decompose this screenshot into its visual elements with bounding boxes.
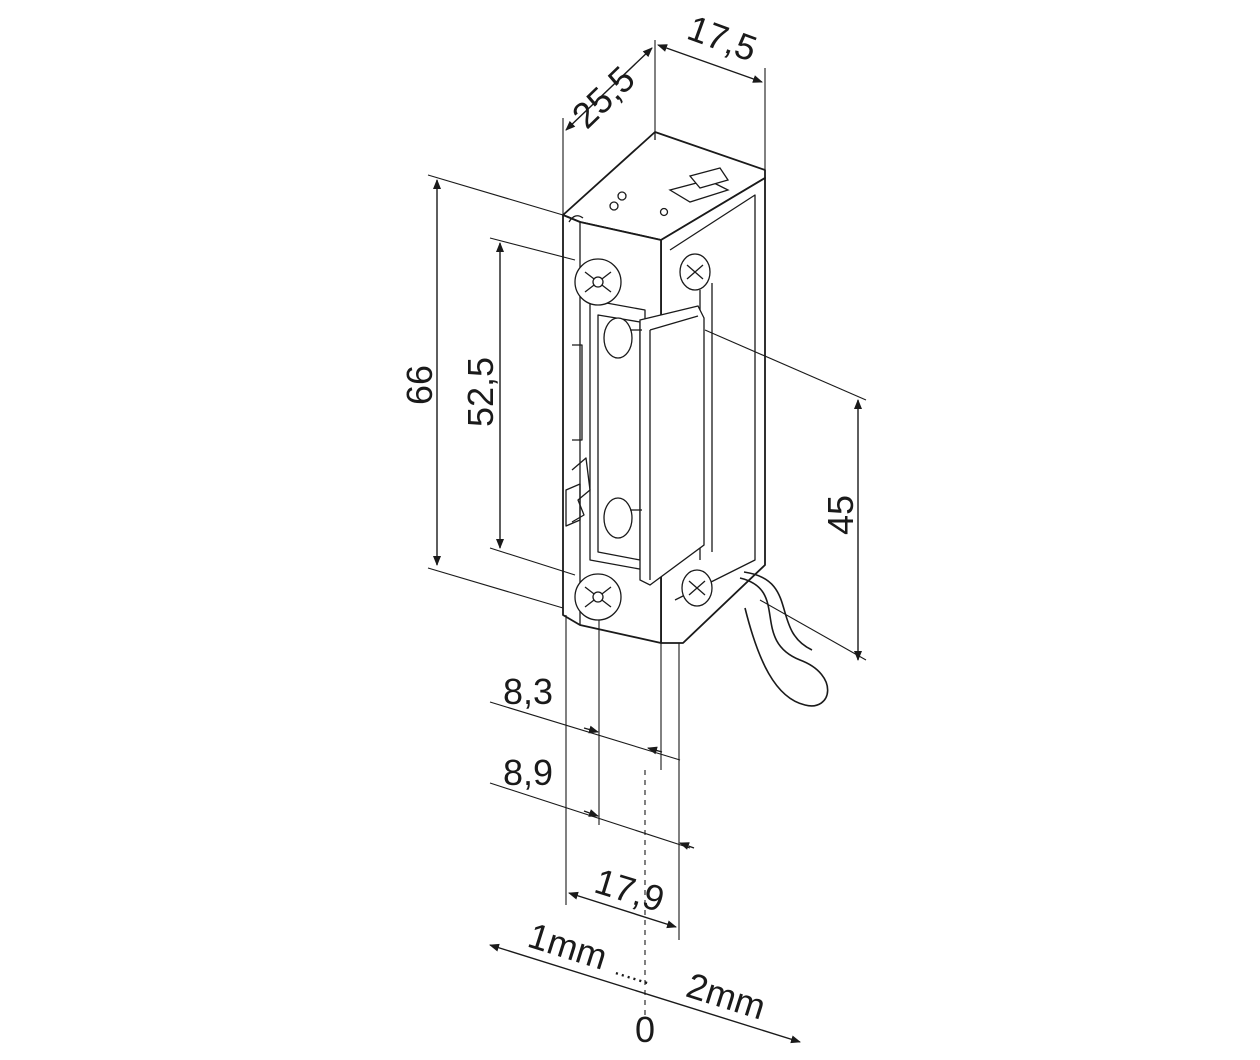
cable bbox=[739, 571, 829, 707]
adjustment-left-label: 1mm bbox=[524, 914, 613, 977]
dim-label-height-screws: 52,5 bbox=[460, 357, 501, 427]
dim-label-height-latch: 45 bbox=[820, 495, 861, 535]
screw-bottom-right bbox=[681, 569, 713, 607]
strike-body bbox=[562, 131, 829, 707]
dimension-lines bbox=[427, 40, 867, 1044]
dim-label-width-front: 17,9 bbox=[590, 860, 669, 920]
dim-label-offset-1: 8,3 bbox=[503, 671, 553, 712]
dim-label-width-top: 17,5 bbox=[682, 7, 762, 69]
screw-bottom-left bbox=[574, 573, 622, 621]
adjustment-dots-label: ...... bbox=[612, 955, 655, 990]
dim-label-offset-2: 8,9 bbox=[503, 752, 553, 793]
adjustment-right-label: 2mm bbox=[682, 964, 771, 1027]
screw-top-right bbox=[679, 253, 711, 291]
dim-label-depth: 25,5 bbox=[564, 58, 643, 136]
dim-label-height-total: 66 bbox=[399, 365, 440, 405]
latch-pawl bbox=[639, 305, 705, 586]
screw-top-left bbox=[574, 258, 622, 306]
adjustment-zero-label: 0 bbox=[635, 1009, 655, 1050]
